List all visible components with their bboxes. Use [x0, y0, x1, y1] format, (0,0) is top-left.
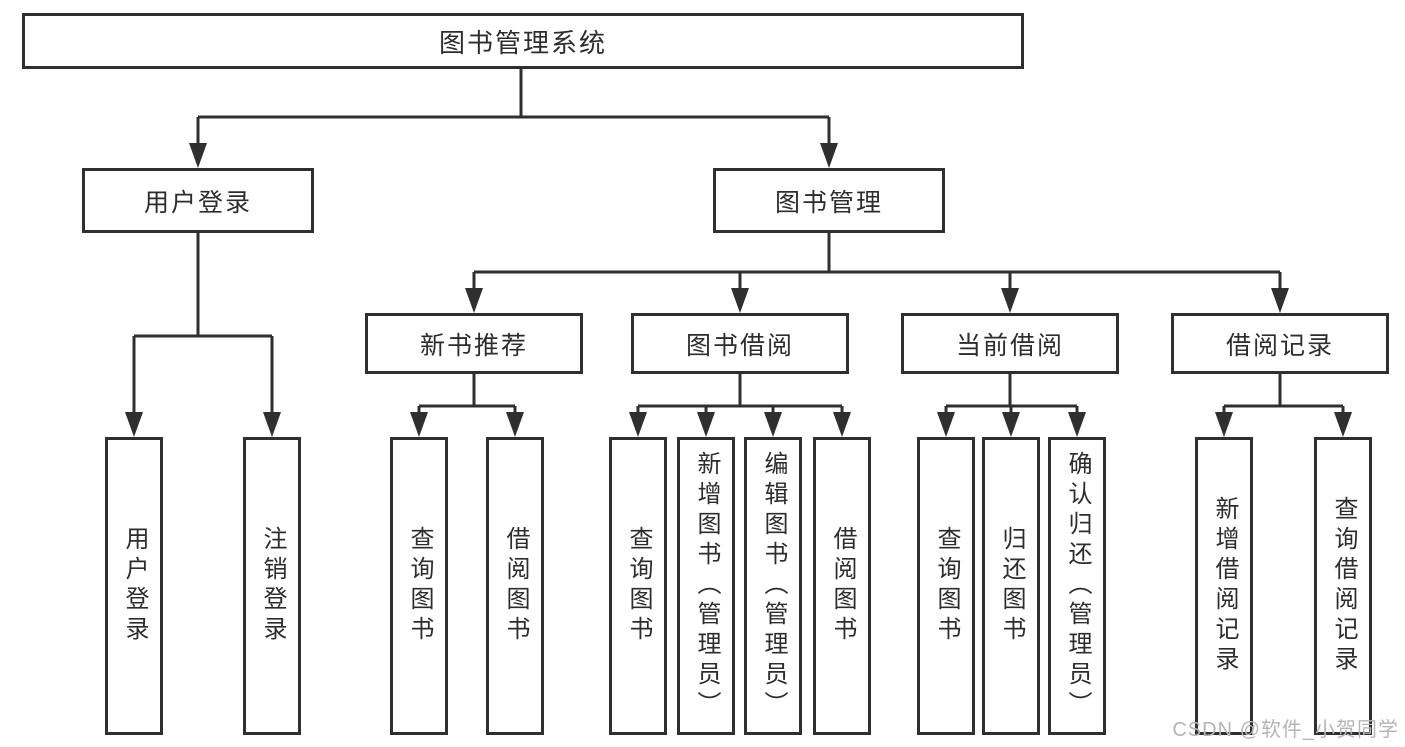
node-user-login-label: 用户登录 — [143, 188, 252, 217]
leaf-edit-book-admin-label: 编辑图书（管理员） — [760, 451, 787, 721]
connector-current-borrow-to-children — [937, 374, 1086, 437]
leaf-borrow-books-borrow: 借阅图书 — [813, 437, 871, 735]
node-book-management: 图书管理 — [713, 168, 945, 233]
leaf-add-borrow-record-label: 新增借阅记录 — [1211, 496, 1238, 676]
leaf-edit-book-admin: 编辑图书（管理员） — [744, 437, 802, 735]
leaf-borrow-books-recommend-label: 借阅图书 — [502, 526, 529, 646]
node-current-borrow: 当前借阅 — [901, 313, 1119, 374]
leaf-query-books-recommend: 查询图书 — [390, 437, 448, 735]
leaf-logout-label: 注销登录 — [259, 526, 286, 646]
node-book-borrow-label: 图书借阅 — [685, 331, 794, 360]
leaf-query-books-borrow: 查询图书 — [609, 437, 667, 735]
connector-book-borrow-to-children — [629, 374, 851, 437]
leaf-add-borrow-record: 新增借阅记录 — [1195, 437, 1253, 735]
node-borrow-records: 借阅记录 — [1171, 313, 1389, 374]
leaf-query-books-borrow-label: 查询图书 — [625, 526, 652, 646]
node-book-management-label: 图书管理 — [774, 188, 883, 217]
leaf-query-borrow-record: 查询借阅记录 — [1314, 437, 1372, 735]
leaf-confirm-return-admin-label: 确认归还（管理员） — [1064, 451, 1091, 721]
leaf-borrow-books-borrow-label: 借阅图书 — [829, 526, 856, 646]
leaf-add-book-admin-label: 新增图书（管理员） — [693, 451, 720, 721]
connector-book-management-to-level3 — [465, 233, 1289, 313]
leaf-query-books-current-label: 查询图书 — [933, 526, 960, 646]
node-current-borrow-label: 当前借阅 — [955, 331, 1064, 360]
connector-user-login-to-children — [125, 233, 281, 437]
connector-root-to-level2 — [189, 69, 838, 168]
leaf-query-books-recommend-label: 查询图书 — [406, 526, 433, 646]
leaf-confirm-return-admin: 确认归还（管理员） — [1048, 437, 1106, 735]
leaf-query-books-current: 查询图书 — [917, 437, 975, 735]
node-new-book-recommend-label: 新书推荐 — [419, 331, 528, 360]
connector-borrow-records-to-children — [1215, 374, 1352, 437]
node-root-label: 图书管理系统 — [438, 27, 607, 58]
leaf-return-book-label: 归还图书 — [998, 526, 1025, 646]
leaf-user-login: 用户登录 — [105, 437, 163, 735]
node-book-borrow: 图书借阅 — [631, 313, 849, 374]
leaf-user-login-label: 用户登录 — [121, 526, 148, 646]
csdn-watermark: CSDN @软件_小贺同学 — [1172, 719, 1399, 741]
node-borrow-records-label: 借阅记录 — [1225, 331, 1334, 360]
leaf-logout: 注销登录 — [243, 437, 301, 735]
node-new-book-recommend: 新书推荐 — [365, 313, 583, 374]
leaf-return-book: 归还图书 — [982, 437, 1040, 735]
leaf-query-borrow-record-label: 查询借阅记录 — [1330, 496, 1357, 676]
node-user-login: 用户登录 — [82, 168, 314, 233]
leaf-add-book-admin: 新增图书（管理员） — [677, 437, 735, 735]
leaf-borrow-books-recommend: 借阅图书 — [486, 437, 544, 735]
connector-new-book-recommend-to-children — [410, 374, 524, 437]
node-root-library-management-system: 图书管理系统 — [22, 13, 1024, 69]
